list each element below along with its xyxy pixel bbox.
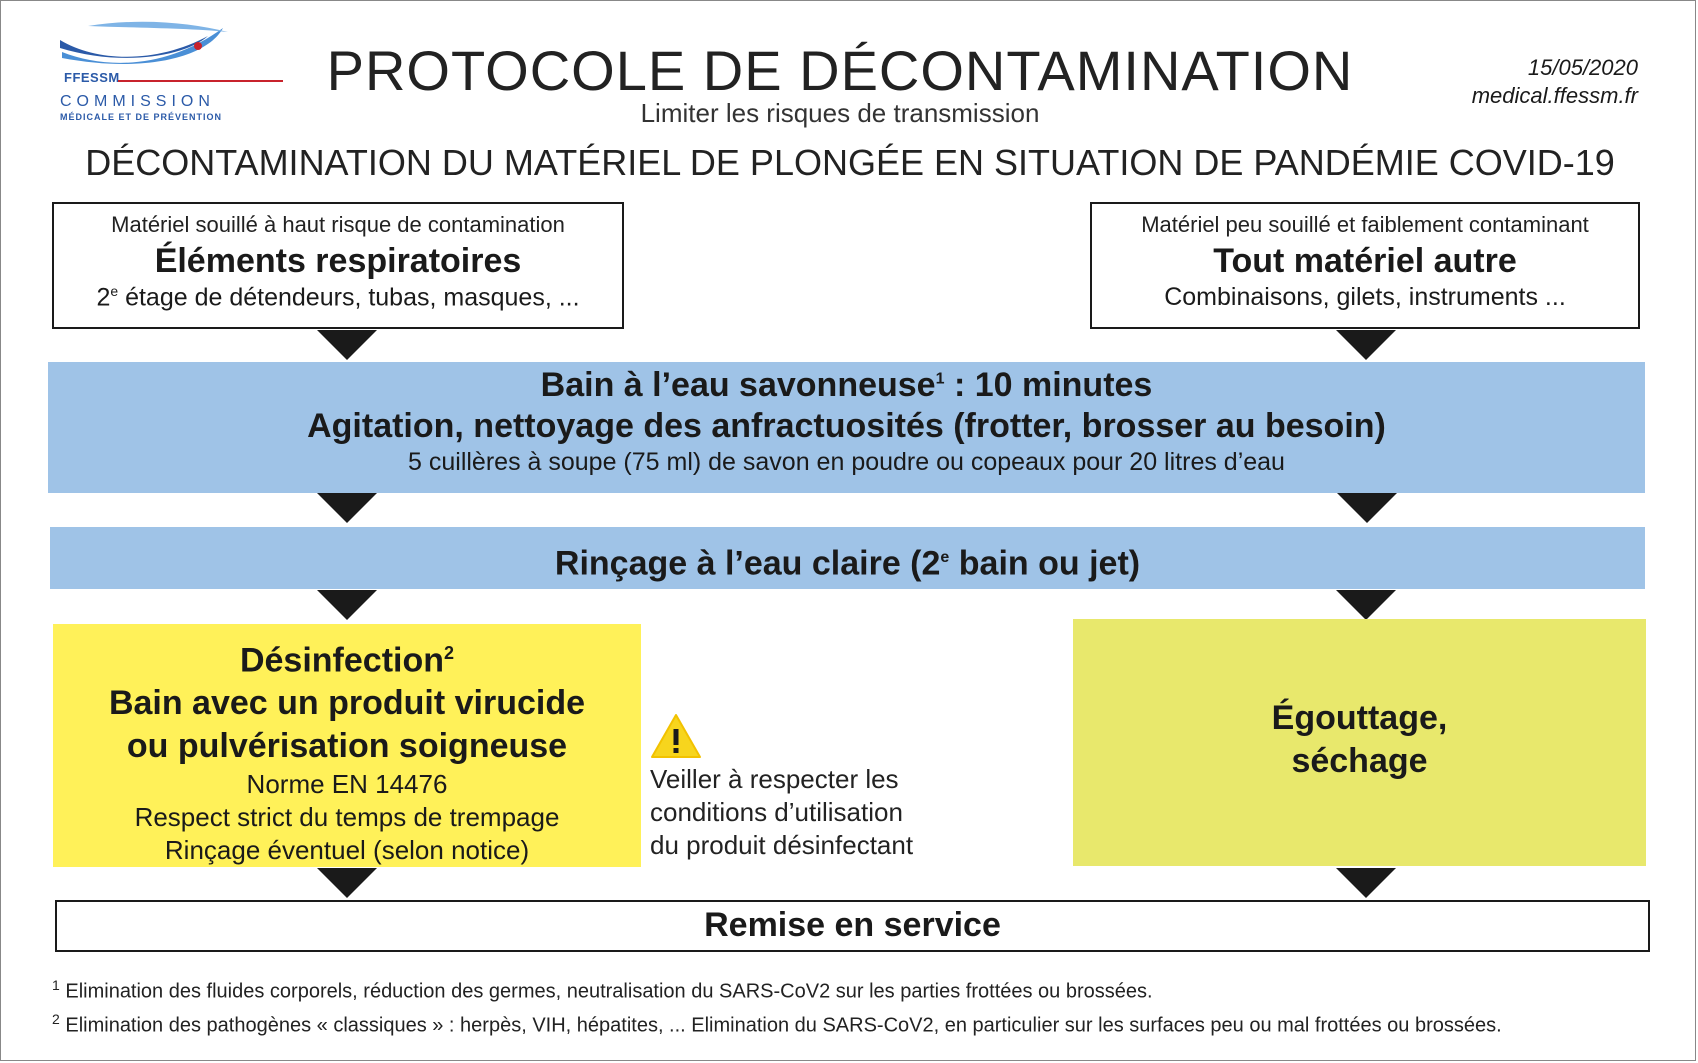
respiratory-equipment-box: Matériel souillé à haut risque de contam… [52,202,624,329]
flow-arrow-icon [1337,493,1397,523]
step-detail: Rinçage éventuel (selon notice) [164,835,530,866]
page-subtitle: Limiter les risques de transmission [640,98,1040,128]
flow-arrow-icon [1336,330,1396,360]
back-in-service-step: Remise en service [55,900,1650,952]
logo-org-text: FFESSM [64,70,120,85]
box-caption: Matériel peu souillé et faiblement conta… [1141,212,1589,237]
flow-arrow-icon [317,330,377,360]
warning-line: du produit désinfectant [650,830,914,860]
warning-line: Veiller à respecter les [650,764,899,794]
step-heading: Bain à l’eau savonneuse1 : 10 minutes [540,366,1153,404]
box-heading: Tout matériel autre [1213,242,1517,280]
flow-arrow-icon [317,493,377,523]
step-heading: Désinfection2 [239,641,455,680]
flow-arrow-icon [1336,868,1396,898]
flow-arrow-icon [1336,590,1396,620]
website-text: medical.ffessm.fr [1471,83,1638,108]
page-title: PROTOCOLE DE DÉCONTAMINATION [326,39,1354,102]
logo-sub-text: MÉDICALE ET DE PRÉVENTION [60,112,223,122]
section-title: DÉCONTAMINATION DU MATÉRIEL DE PLONGÉE E… [85,142,1615,183]
wave-logo-icon [60,21,228,65]
step-subheading: ou pulvérisation soigneuse [126,727,568,766]
box-caption: Matériel souillé à haut risque de contam… [111,212,565,237]
soapy-bath-step: Bain à l’eau savonneuse1 : 10 minutes Ag… [48,362,1645,493]
flow-arrow-icon [317,868,377,898]
footnote-2: 2 Elimination des pathogènes « classique… [52,1011,1502,1037]
footnote-1: 1 Elimination des fluides corporels, réd… [52,977,1153,1003]
box-description: Combinaisons, gilets, instruments ... [1164,283,1566,311]
logo-commission-text: COMMISSION [60,93,215,110]
warning-line: conditions d’utilisation [650,797,903,827]
drying-step: Égouttage, séchage [1073,619,1646,866]
step-detail: 5 cuillères à soupe (75 ml) de savon en … [408,448,1285,476]
step-heading: séchage [1291,742,1428,780]
ffessm-logo: FFESSM COMMISSION MÉDICALE ET DE PRÉVENT… [58,18,283,128]
warning-text: Veiller à respecter les conditions d’uti… [650,763,913,862]
logo-red-line [118,80,283,82]
warning-triangle-icon [651,714,701,758]
step-subheading: Bain avec un produit virucide [108,684,586,723]
date-text: 15/05/2020 [1527,55,1638,80]
step-detail: Norme EN 14476 [246,769,448,800]
box-heading: Éléments respiratoires [154,242,522,280]
step-subheading: Agitation, nettoyage des anfractuosités … [307,407,1386,445]
disinfection-step: Désinfection2 Bain avec un produit viruc… [53,624,641,867]
flow-arrow-icon [317,590,377,620]
step-heading: Égouttage, [1271,699,1448,737]
box-description: 2e étage de détendeurs, tubas, masques, … [96,283,580,312]
step-heading: Rinçage à l’eau claire (2e bain ou jet) [554,544,1141,583]
step-detail: Respect strict du temps de trempage [134,802,560,833]
other-equipment-box: Matériel peu souillé et faiblement conta… [1090,202,1640,329]
rinse-step: Rinçage à l’eau claire (2e bain ou jet) [50,527,1645,589]
